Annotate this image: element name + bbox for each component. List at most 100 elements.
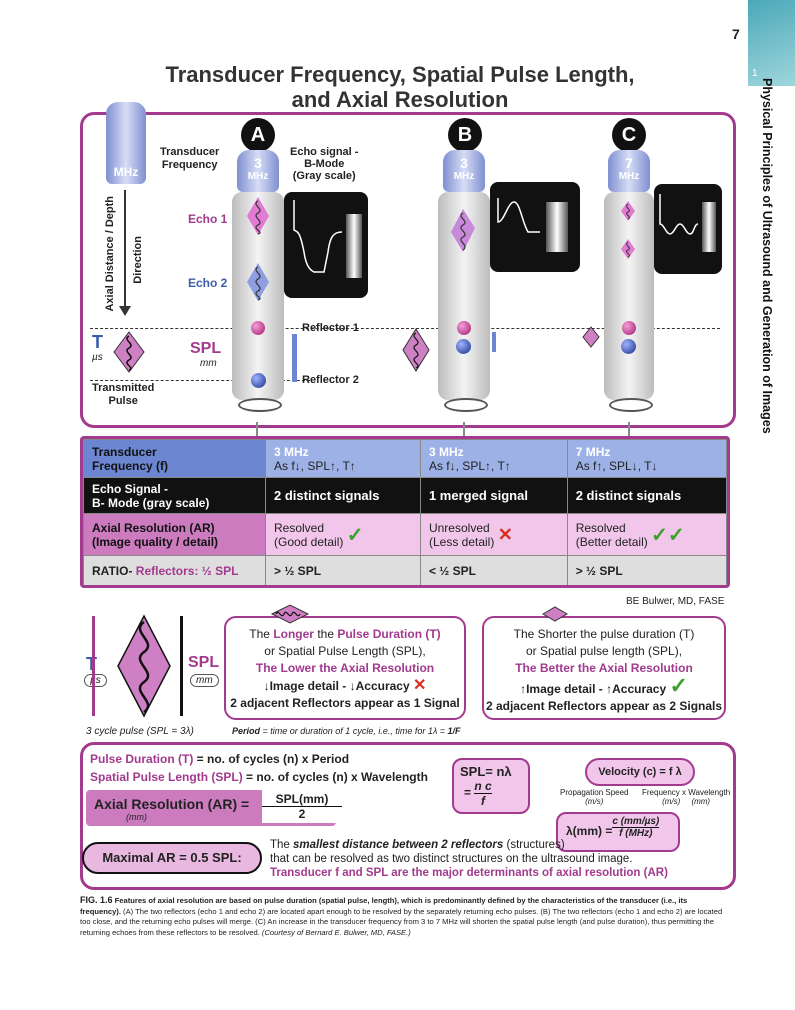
spl-equation: SPL= nλ bbox=[460, 764, 512, 779]
spl-formula-label: Spatial Pulse Length (SPL) bbox=[90, 770, 243, 784]
pd-label: Pulse Duration (T) bbox=[90, 752, 194, 766]
shorter-line-4: ↑Image detail - ↑Accuracy ✓ bbox=[484, 675, 724, 698]
page-number: 7 bbox=[732, 26, 740, 42]
column-a-transducer: 3 MHz bbox=[237, 150, 279, 192]
longer-l1-a: The bbox=[249, 627, 274, 641]
longer-line-3: The Lower the Axial Resolution bbox=[255, 661, 435, 675]
echo1-label: Echo 1 bbox=[188, 212, 228, 226]
column-a-echo1 bbox=[247, 197, 269, 235]
column-a-probe-face bbox=[238, 398, 282, 412]
spl-unit: mm bbox=[200, 358, 217, 369]
row3-a-text: Resolved (Good detail) bbox=[274, 520, 344, 549]
longer-line-2: or Spatial Pulse Length (SPL), bbox=[264, 644, 426, 658]
row3-b-text: Unresolved (Less detail) bbox=[428, 520, 495, 549]
def-a: The bbox=[270, 839, 294, 851]
period-note-a: Period bbox=[232, 726, 261, 736]
caption-fig: FIG. 1.6 bbox=[80, 895, 113, 905]
row4-head-b: Reflectors: ½ SPL bbox=[135, 563, 239, 578]
pulse-spl-label: SPL bbox=[188, 654, 220, 671]
shorter-line-1: The Shorter the pulse duration (T) bbox=[513, 627, 695, 641]
row4-a: > ½ SPL bbox=[265, 555, 421, 585]
pulse-t-unit: µs bbox=[84, 674, 107, 687]
prop-speed-unit: (m/s) bbox=[585, 797, 604, 806]
row1-c-freq: 7 MHz bbox=[575, 444, 611, 459]
longer-line-4: ↓Image detail - ↓Accuracy ✕ bbox=[226, 677, 464, 695]
column-b-long-pulse bbox=[402, 328, 430, 372]
row4-c: > ½ SPL bbox=[566, 555, 727, 585]
legend-transducer: MHz bbox=[106, 102, 146, 184]
ar-den: 2 bbox=[298, 807, 306, 821]
prop-speed-text: Propagation Speed bbox=[560, 788, 629, 797]
title-line-1: Transducer Frequency, Spatial Pulse Leng… bbox=[165, 62, 635, 87]
spl-eq2-pre: = bbox=[464, 785, 475, 800]
def-line-2: that can be resolved as two distinct str… bbox=[270, 853, 633, 865]
row2-c: 2 distinct signals bbox=[566, 477, 727, 514]
cross-icon: ✕ bbox=[497, 524, 513, 544]
column-c-short-pulse bbox=[582, 326, 600, 348]
ar-num: SPL(mm) bbox=[262, 792, 342, 807]
direction-label: Direction bbox=[132, 236, 144, 284]
arrow-a bbox=[256, 422, 258, 436]
column-b-probe-face bbox=[444, 398, 488, 412]
fxw-unit-ms: (m/s) bbox=[662, 797, 681, 806]
max-ar-badge: Maximal AR = 0.5 SPL: bbox=[82, 842, 262, 874]
column-c-unit: MHz bbox=[618, 171, 640, 182]
def-c: (structures) bbox=[503, 839, 565, 851]
column-b-bmode-panel bbox=[490, 182, 580, 272]
column-a-badge: A bbox=[241, 118, 275, 152]
pulse-waveform-icon bbox=[117, 614, 171, 718]
row3-c: Resolved (Better detail) ✓✓ bbox=[566, 513, 727, 556]
credit: BE Bulwer, MD, FASE bbox=[626, 596, 725, 607]
column-b-reflector1 bbox=[457, 321, 471, 335]
reflector2-label: Reflector 2 bbox=[302, 374, 359, 386]
axial-distance-label: Axial Distance / Depth bbox=[104, 196, 116, 312]
row3-c-text: Resolved (Better detail) bbox=[575, 520, 648, 549]
chapter-tab bbox=[748, 0, 795, 86]
reflector-separation-bar bbox=[292, 334, 297, 382]
fxw-label: Frequency x Wavelength(m/s) (mm) bbox=[642, 788, 730, 806]
velocity-box: Velocity (c) = f λ bbox=[585, 758, 695, 786]
longer-l1-c: the bbox=[313, 627, 338, 641]
row1-a-freq: 3 MHz bbox=[274, 444, 309, 459]
row2-head: Echo Signal - B- Mode (gray scale) bbox=[83, 477, 266, 514]
arrow-c bbox=[628, 422, 630, 436]
spl-eq2-den: f bbox=[481, 794, 486, 808]
column-c-echo2 bbox=[621, 239, 635, 259]
longer-pulse-icon bbox=[270, 604, 310, 624]
axial-arrow-head bbox=[119, 306, 131, 316]
period-note-c: 1/F bbox=[447, 726, 461, 736]
table-row: RATIO- Reflectors: ½ SPL > ½ SPL < ½ SPL… bbox=[83, 555, 727, 585]
shorter-line-2: or Spatial pulse length (SPL), bbox=[525, 644, 683, 658]
pulse-duration-formula: Pulse Duration (T) = no. of cycles (n) x… bbox=[90, 752, 349, 766]
column-b-badge: B bbox=[448, 118, 482, 152]
period-note: Period = time or duration of 1 cycle, i.… bbox=[232, 726, 461, 736]
pulse-caption: 3 cycle pulse (SPL = 3λ) bbox=[86, 726, 194, 737]
row3-head: Axial Resolution (AR) (Image quality / d… bbox=[83, 513, 266, 556]
row3-a: Resolved (Good detail) ✓ bbox=[265, 513, 421, 556]
transmitted-pulse-icon bbox=[113, 331, 145, 373]
table-row: Axial Resolution (AR) (Image quality / d… bbox=[83, 513, 727, 556]
axial-direction-arrow bbox=[124, 190, 126, 310]
reflector2-depth-line bbox=[90, 380, 310, 381]
row4-head: RATIO- Reflectors: ½ SPL bbox=[83, 555, 266, 585]
table-row: Echo Signal - B- Mode (gray scale) 2 dis… bbox=[83, 477, 727, 514]
lambda-num: c (mm/µs) bbox=[612, 816, 660, 828]
main-title: Transducer Frequency, Spatial Pulse Leng… bbox=[100, 62, 700, 112]
row2-b: 1 merged signal bbox=[419, 477, 568, 514]
shorter-line-3: The Better the Axial Resolution bbox=[515, 661, 693, 675]
longer-l1-d: Pulse Duration (T) bbox=[337, 627, 441, 641]
column-c-beam bbox=[604, 192, 654, 400]
column-a-bmode-panel bbox=[284, 192, 368, 298]
title-line-2: and Axial Resolution bbox=[291, 87, 509, 112]
reflector1-label: Reflector 1 bbox=[302, 322, 359, 334]
column-c-bmode-panel bbox=[654, 184, 722, 274]
def-line-1: The smallest distance between 2 reflecto… bbox=[270, 838, 730, 852]
column-a-freq: 3 bbox=[254, 155, 262, 171]
shorter-line-5: 2 adjacent Reflectors appear as 2 Signal… bbox=[485, 699, 723, 713]
row1-b-freq: 3 MHz bbox=[428, 444, 464, 459]
side-title: Physical Principles of Ultrasound and Ge… bbox=[760, 78, 774, 434]
pulse-t-arrow bbox=[92, 616, 95, 716]
pulse-spl-unit: mm bbox=[190, 674, 219, 687]
